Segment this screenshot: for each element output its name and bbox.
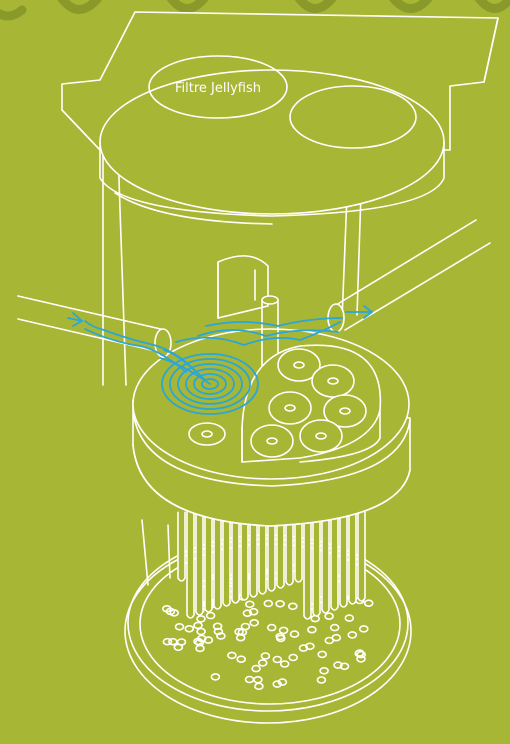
plate-hole xyxy=(345,615,353,621)
tentacle-tube xyxy=(205,510,212,612)
plate-hole xyxy=(197,629,205,635)
plate-hole xyxy=(291,631,299,637)
plate-hole xyxy=(317,677,325,683)
plate-hole xyxy=(261,653,269,659)
plate-hole xyxy=(252,666,260,672)
plate-hole xyxy=(281,661,289,667)
plate-hole xyxy=(311,616,319,622)
plate-hole xyxy=(318,651,326,657)
cartridge xyxy=(300,420,342,452)
tentacle-tube xyxy=(304,508,311,619)
plate-hole xyxy=(325,613,333,619)
tentacle-tube xyxy=(322,509,329,613)
plate-hole xyxy=(264,601,272,607)
plate-hole xyxy=(246,601,254,607)
plate-hole xyxy=(280,627,288,633)
tentacle-tube xyxy=(313,508,320,616)
top-plate xyxy=(62,12,498,224)
tentacle-tube xyxy=(340,511,347,607)
plate-hole xyxy=(268,625,276,631)
plate-hole xyxy=(325,638,333,644)
plate-hole xyxy=(237,656,245,662)
plate-hole xyxy=(228,652,236,658)
plate-hole xyxy=(320,668,328,674)
plate-hole xyxy=(185,626,193,632)
plate-hole xyxy=(178,639,186,645)
tentacle-tube xyxy=(358,512,365,601)
plate-hole xyxy=(207,613,215,619)
tentacle-tube xyxy=(196,511,203,615)
plate-hole xyxy=(250,620,258,626)
plate-hole xyxy=(289,603,297,609)
plate-hole xyxy=(365,600,373,606)
plate-hole xyxy=(259,660,267,666)
plate-hole xyxy=(255,683,263,689)
filter-label: Filtre Jellyfish xyxy=(175,81,261,96)
plate-hole xyxy=(254,677,262,683)
plate-hole xyxy=(276,601,284,607)
tentacle-tube xyxy=(349,511,356,604)
plate-hole xyxy=(163,639,171,645)
tentacle-tube xyxy=(178,512,185,581)
plate-hole xyxy=(197,616,205,622)
plate-hole xyxy=(196,645,204,651)
plate-hole xyxy=(273,657,281,663)
cartridge xyxy=(312,365,354,397)
inlet-pipe xyxy=(18,296,165,352)
plate-hole xyxy=(194,622,202,628)
plate-hole xyxy=(211,674,219,680)
tentacle-tube xyxy=(214,509,221,609)
cartridge xyxy=(269,392,311,424)
plate-hole xyxy=(360,626,368,632)
plate-hole xyxy=(308,627,316,633)
plate-hole xyxy=(348,632,356,638)
cartridge xyxy=(251,425,293,457)
plate-hole xyxy=(289,655,297,661)
plate-hole xyxy=(246,677,254,683)
plate-hole xyxy=(176,624,184,630)
tentacle-tube xyxy=(331,510,338,610)
tentacle-tube xyxy=(187,512,194,618)
tentacle-tube xyxy=(223,509,230,606)
plate-hole xyxy=(331,625,339,631)
